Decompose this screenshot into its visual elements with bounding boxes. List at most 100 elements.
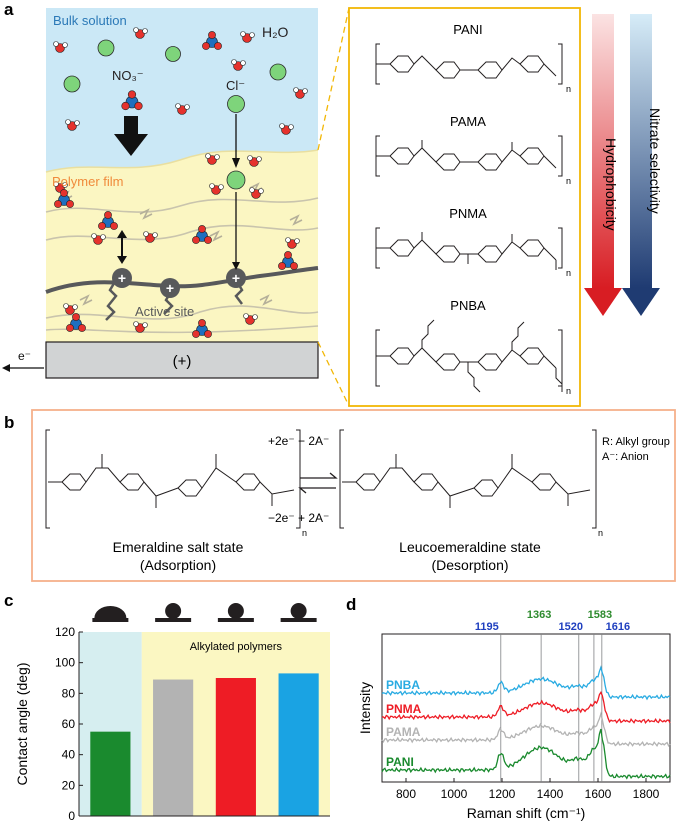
emeraldine-structure <box>45 429 301 529</box>
peak-label-1520: 1520 <box>559 621 583 633</box>
droplet-icon <box>94 606 127 618</box>
series-label-pnma: PNMA <box>386 702 422 716</box>
y-tick-label: 20 <box>62 778 76 792</box>
active-site-charges <box>112 268 246 298</box>
svg-text:+: + <box>118 270 126 286</box>
subscripts-n: n n n n <box>566 84 571 396</box>
surface-icon <box>155 618 192 622</box>
y-tick-label: 80 <box>62 686 76 700</box>
x-tick-label: 1800 <box>633 787 660 801</box>
structure-pnba <box>375 319 563 393</box>
electron-arrow: e⁻ <box>2 349 44 372</box>
series-label-pama: PAMA <box>386 725 421 739</box>
chloride-ions <box>63 39 287 190</box>
nitrate-flux-arrow <box>114 116 148 156</box>
surface-icon <box>280 618 317 622</box>
nitrate-label: NO₃⁻ <box>112 68 144 83</box>
svg-text:n: n <box>566 84 571 94</box>
left-substate: (Adsorption) <box>140 557 216 573</box>
svg-text:+: + <box>232 270 240 286</box>
spectrum-pama <box>381 711 671 748</box>
bar-pnma <box>215 678 256 816</box>
y-tick-label: 60 <box>62 717 76 731</box>
series-label-pani: PANI <box>386 755 414 769</box>
polymer-name-pama: PAMA <box>450 114 486 129</box>
x-tick-label: 1200 <box>489 787 516 801</box>
peak-label-1363: 1363 <box>527 609 551 621</box>
water-molecules <box>53 27 308 333</box>
plot-frame <box>381 633 671 783</box>
bar-pani <box>90 731 131 816</box>
x-tick-label: 800 <box>396 787 416 801</box>
contact-angle-chart: Alkylated polymersPANIPAMAPNMAPNBA020406… <box>14 603 330 825</box>
x-axis-label: Raman shift (cm⁻¹) <box>467 805 586 821</box>
structure-pnma <box>375 227 563 270</box>
equilibrium-arrows <box>298 472 338 494</box>
nitrate-ions <box>54 31 298 338</box>
alkylated-annotation: Alkylated polymers <box>190 641 283 653</box>
y-tick-label: 0 <box>68 809 75 823</box>
panel-b-label: b <box>4 413 14 432</box>
left-state: Emeraldine salt state <box>113 539 244 555</box>
svg-text:n: n <box>566 386 571 396</box>
legend-r: R: Alkyl group <box>602 436 670 448</box>
chloride-path-arrows <box>117 114 240 270</box>
spectrum-pnma <box>381 691 671 724</box>
chloride-label: Cl⁻ <box>226 78 245 93</box>
structure-subscripts: n n <box>302 528 603 538</box>
electrode-label: (+) <box>173 353 192 370</box>
water-label: H₂O <box>262 24 289 40</box>
peak-label-1583: 1583 <box>588 609 612 621</box>
panel-a-label: a <box>4 0 14 19</box>
surface-icon <box>92 618 129 622</box>
svg-text:n: n <box>566 268 571 278</box>
hydrophobicity-arrow: Hydrophobicity <box>584 14 622 316</box>
polymer-names: PANI PAMA PNMA PNBA <box>449 22 487 313</box>
bar-pnba <box>278 673 319 816</box>
zoom-lines <box>317 7 350 407</box>
peak-label-1195: 1195 <box>475 621 499 633</box>
electrode: (+) <box>45 341 319 379</box>
right-substate: (Desorption) <box>431 557 508 573</box>
surface-icon <box>217 618 254 622</box>
leucoemeraldine-structure <box>339 429 597 529</box>
x-tick-label: 1000 <box>441 787 468 801</box>
active-site-label: Active site <box>135 304 194 319</box>
x-tick-label: 1600 <box>585 787 612 801</box>
x-tick-label: PAMA <box>157 823 190 825</box>
nitrate-selectivity-arrow: Nitrate selectivity <box>622 14 663 316</box>
legend-a: A⁻: Anion <box>602 451 649 463</box>
polymer-name-pnma: PNMA <box>449 206 487 221</box>
nitrate-selectivity-label: Nitrate selectivity <box>647 108 663 214</box>
svg-text:+: + <box>166 280 174 296</box>
droplet-icon <box>290 603 307 619</box>
right-state: Leucoemeraldine state <box>399 539 541 555</box>
y-axis-label: Contact angle (deg) <box>14 663 30 786</box>
x-tick-label: PNBA <box>282 823 315 825</box>
spectrum-pnba <box>381 665 671 701</box>
polymer-name-pnba: PNBA <box>450 298 486 313</box>
x-tick-label: PANI <box>97 823 124 825</box>
plus-signs: + + + <box>118 270 240 296</box>
bulk-solution-label: Bulk solution <box>53 13 127 28</box>
reaction-text: +2e⁻ − 2A⁻ −2e⁻ + 2A⁻ R: Alkyl group A⁻:… <box>268 434 670 525</box>
polymer-chains <box>45 182 319 334</box>
hydrophobicity-label: Hydrophobicity <box>603 138 619 231</box>
active-polymer-chain <box>45 266 319 294</box>
panel-a-labels: Bulk solution H₂O NO₃⁻ Cl⁻ Polymer film … <box>52 13 289 319</box>
droplet-icon <box>165 603 182 619</box>
spectrum-pani <box>381 728 671 780</box>
forward-reaction: +2e⁻ − 2A⁻ <box>268 434 329 448</box>
state-labels: Emeraldine salt state (Adsorption) Leuco… <box>113 539 541 573</box>
panel-b-box <box>31 409 676 582</box>
svg-text:n: n <box>566 176 571 186</box>
structure-pani <box>375 43 563 85</box>
peak-label-1616: 1616 <box>606 621 630 633</box>
y-tick-label: 120 <box>55 625 75 639</box>
series-label-pnba: PNBA <box>386 678 420 692</box>
electron-label: e⁻ <box>18 349 31 363</box>
polymer-film-label: Polymer film <box>52 174 124 189</box>
svg-text:n: n <box>598 528 603 538</box>
